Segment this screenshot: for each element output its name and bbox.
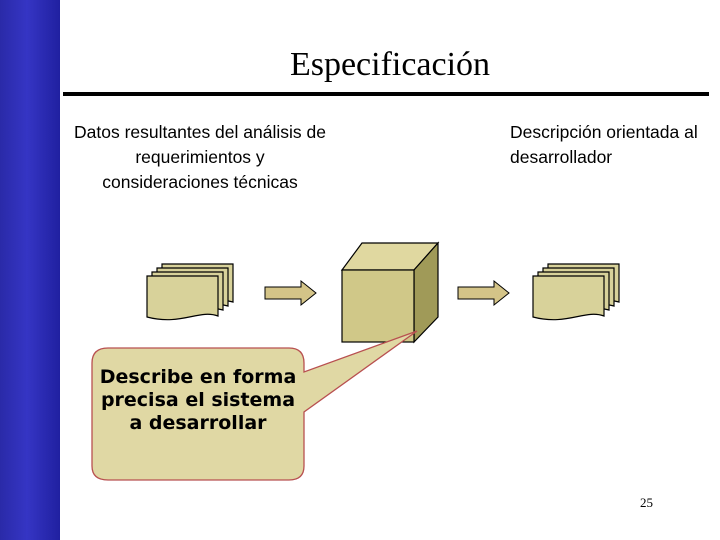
input-document-stack-icon (146, 263, 234, 321)
output-document-stack-icon (532, 263, 620, 321)
left-sidebar-bar (0, 0, 60, 540)
input-description: Datos resultantes del análisis de requer… (74, 122, 326, 192)
right-arrow-icon (457, 279, 510, 307)
right-arrow-icon (264, 279, 317, 307)
title-underline (63, 92, 709, 96)
slide-title: Especificación (289, 46, 491, 83)
callout-text: Describe en forma precisa el sistema a d… (99, 366, 297, 434)
cube-box-icon (340, 241, 440, 344)
callout-bubble (91, 330, 418, 481)
page-number: 25 (640, 495, 653, 510)
output-description: Descripción orientada al desarrollador (510, 122, 698, 167)
